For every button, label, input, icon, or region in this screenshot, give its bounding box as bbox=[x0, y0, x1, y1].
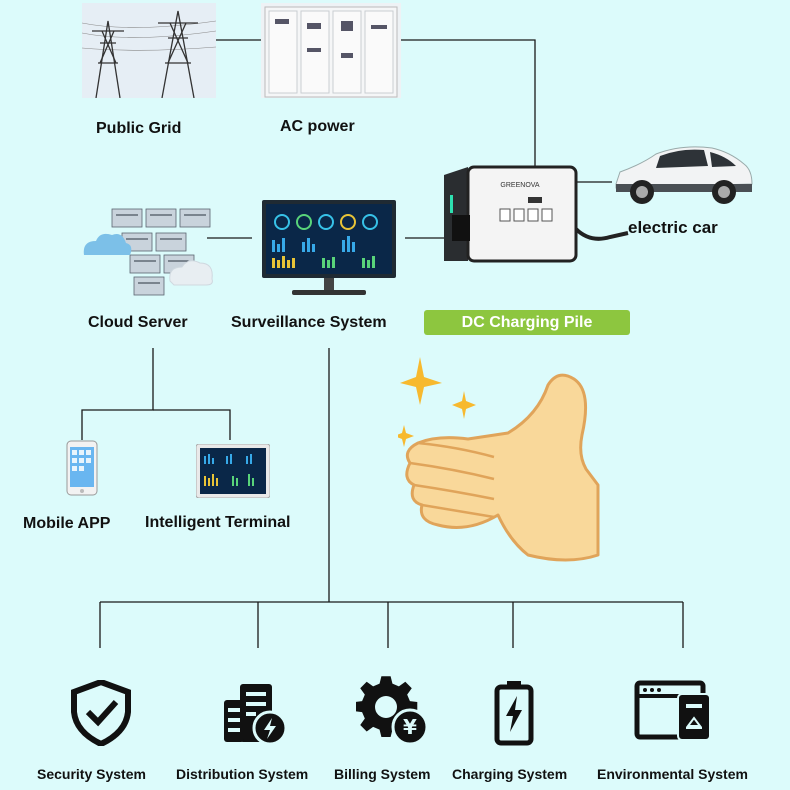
sparkle-icon bbox=[400, 357, 442, 405]
window-recycle-icon bbox=[634, 680, 711, 741]
shield-check-icon bbox=[71, 680, 131, 746]
charging-system-label: Charging System bbox=[452, 766, 568, 782]
dc-charging-pile-image: GREENOVA bbox=[444, 165, 629, 263]
line-cloud-mobile bbox=[81, 348, 154, 440]
billing-system-label: Billing System bbox=[334, 766, 431, 782]
sparkle-icon bbox=[452, 391, 476, 419]
cloud-server-image bbox=[83, 208, 213, 296]
ac-cabinet-image bbox=[261, 3, 401, 98]
electric-car-label: electric car bbox=[628, 218, 718, 237]
building-power-icon bbox=[224, 684, 288, 746]
pile-brand-label: GREENOVA bbox=[500, 182, 539, 189]
electric-car-image bbox=[615, 146, 753, 204]
security-system-label: Security System bbox=[37, 766, 146, 782]
svg-text:¥: ¥ bbox=[403, 715, 417, 739]
environmental-system-label: Environmental System bbox=[597, 766, 748, 782]
distribution-system-label: Distribution System bbox=[176, 766, 309, 782]
sparkle-icon bbox=[398, 425, 414, 447]
ac-power-label: AC power bbox=[280, 118, 355, 135]
dc-charging-pile-label: DC Charging Pile bbox=[424, 310, 630, 335]
mobile-phone-image bbox=[66, 440, 98, 496]
cloud-server-label: Cloud Server bbox=[88, 314, 188, 331]
surveillance-system-label: Surveillance System bbox=[231, 314, 387, 331]
gear-yen-icon: ¥ bbox=[356, 676, 429, 745]
mobile-app-label: Mobile APP bbox=[23, 515, 111, 532]
power-tower-image bbox=[82, 3, 216, 98]
public-grid-label: Public Grid bbox=[96, 120, 182, 137]
thumbs-up-image bbox=[398, 357, 600, 562]
line-cloud-terminal bbox=[153, 409, 231, 440]
line-ac-pile bbox=[400, 39, 536, 172]
surveillance-monitor-image bbox=[262, 200, 396, 295]
intelligent-terminal-label: Intelligent Terminal bbox=[145, 514, 291, 531]
battery-bolt-icon bbox=[494, 681, 534, 746]
terminal-tablet-image bbox=[196, 444, 270, 498]
